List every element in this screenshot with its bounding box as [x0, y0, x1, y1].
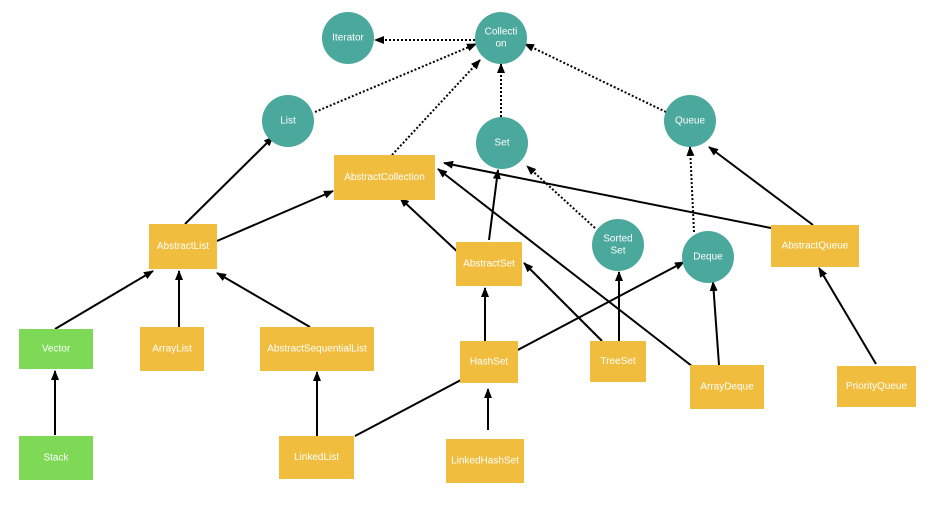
- node-hash-set: HashSet: [460, 341, 518, 383]
- node-abstract-queue: AbstractQueue: [771, 225, 859, 267]
- node-tree-set-label: TreeSet: [600, 356, 635, 367]
- node-array-list: ArrayList: [140, 327, 204, 371]
- node-list: List: [262, 95, 314, 147]
- node-vector-shape: [19, 329, 93, 369]
- node-abstract-list: AbstractList: [149, 224, 217, 269]
- node-abstract-queue-shape: [771, 225, 859, 267]
- node-abstract-collection: AbstractCollection: [334, 155, 435, 200]
- node-abstract-sequential-list: AbstractSequentialList: [260, 327, 374, 371]
- node-priority-queue: PriorityQueue: [837, 366, 916, 407]
- node-array-list-label: ArrayList: [152, 344, 192, 355]
- node-abstract-list-label: AbstractList: [157, 241, 209, 252]
- edge-abstract-list-to-list: [184, 136, 274, 225]
- node-abstract-set-label: AbstractSet: [463, 259, 515, 270]
- node-hash-set-label: HashSet: [470, 357, 509, 368]
- node-linked-hash-set: LinkedHashSet: [446, 439, 524, 483]
- node-sorted-set-label: Sorted: [603, 234, 632, 245]
- node-array-deque-shape: [690, 365, 764, 409]
- node-priority-queue-label: PriorityQueue: [846, 381, 908, 392]
- edge-array-deque-to-abstract-collection: [437, 168, 698, 371]
- node-linked-list-label: LinkedList: [294, 452, 339, 463]
- edge-tree-set-to-abstract-set: [523, 262, 603, 342]
- edges-layer: [51, 36, 877, 437]
- node-collection-shape: [475, 12, 527, 64]
- edge-queue-to-collection: [524, 43, 667, 113]
- node-linked-list: LinkedList: [279, 436, 354, 479]
- node-list-shape: [262, 95, 314, 147]
- node-deque-shape: [682, 231, 734, 283]
- node-collection-label: Collecti: [485, 27, 518, 38]
- node-priority-queue-shape: [837, 366, 916, 407]
- node-abstract-collection-shape: [334, 155, 435, 200]
- node-linked-hash-set-shape: [446, 439, 524, 483]
- node-vector: Vector: [19, 329, 93, 369]
- node-sorted-set-shape: [592, 219, 644, 271]
- node-abstract-sequential-list-label: AbstractSequentialList: [267, 344, 367, 355]
- node-list-label: List: [280, 116, 296, 127]
- node-array-deque: ArrayDeque: [690, 365, 764, 409]
- node-set-shape: [476, 117, 528, 169]
- edge-abstract-set-to-set: [488, 169, 501, 241]
- node-set-label: Set: [494, 138, 509, 149]
- node-queue: Queue: [664, 95, 716, 147]
- edge-abstract-list-to-abstract-collection: [216, 190, 334, 242]
- node-iterator-shape: [322, 12, 374, 64]
- edge-priority-queue-to-abstract-queue: [818, 267, 877, 365]
- node-set: Set: [476, 117, 528, 169]
- node-iterator-label: Iterator: [332, 33, 364, 44]
- edge-sorted-set-to-set: [526, 165, 596, 229]
- node-deque: Deque: [682, 231, 734, 283]
- node-abstract-list-shape: [149, 224, 217, 269]
- node-iterator: Iterator: [322, 12, 374, 64]
- node-stack: Stack: [19, 436, 93, 480]
- node-array-deque-label: ArrayDeque: [700, 382, 754, 393]
- node-linked-hash-set-label: LinkedHashSet: [451, 456, 519, 467]
- edge-abstract-queue-to-queue: [708, 146, 814, 226]
- edge-abstract-queue-to-abstract-collection: [443, 160, 772, 229]
- node-deque-label: Deque: [693, 252, 723, 263]
- edge-abstract-collection-to-collection: [391, 59, 481, 156]
- edge-array-deque-to-deque: [709, 281, 720, 366]
- node-queue-shape: [664, 95, 716, 147]
- node-linked-list-shape: [279, 436, 354, 479]
- node-abstract-set-shape: [456, 242, 522, 286]
- node-hash-set-shape: [460, 341, 518, 383]
- node-collection-label: on: [495, 39, 506, 50]
- node-tree-set-shape: [590, 341, 646, 382]
- node-queue-label: Queue: [675, 116, 705, 127]
- node-tree-set: TreeSet: [590, 341, 646, 382]
- node-abstract-collection-label: AbstractCollection: [344, 172, 425, 183]
- node-abstract-sequential-list-shape: [260, 327, 374, 371]
- node-stack-shape: [19, 436, 93, 480]
- node-array-list-shape: [140, 327, 204, 371]
- edge-list-to-collection: [314, 43, 477, 113]
- edge-linked-list-to-deque: [354, 261, 685, 437]
- node-collection: Collection: [475, 12, 527, 64]
- edge-abstract-sequential-list-to-abstract-list: [216, 272, 311, 328]
- edge-abstract-set-to-abstract-collection: [399, 197, 463, 257]
- nodes-layer: IteratorCollectionListSetQueueSortedSetD…: [19, 12, 916, 483]
- edge-vector-to-abstract-list: [54, 270, 154, 330]
- edge-deque-to-queue: [686, 146, 695, 233]
- node-stack-label: Stack: [43, 453, 69, 464]
- node-sorted-set-label: Set: [610, 246, 625, 257]
- node-vector-label: Vector: [42, 344, 71, 355]
- node-abstract-queue-label: AbstractQueue: [782, 241, 849, 252]
- node-abstract-set: AbstractSet: [456, 242, 522, 286]
